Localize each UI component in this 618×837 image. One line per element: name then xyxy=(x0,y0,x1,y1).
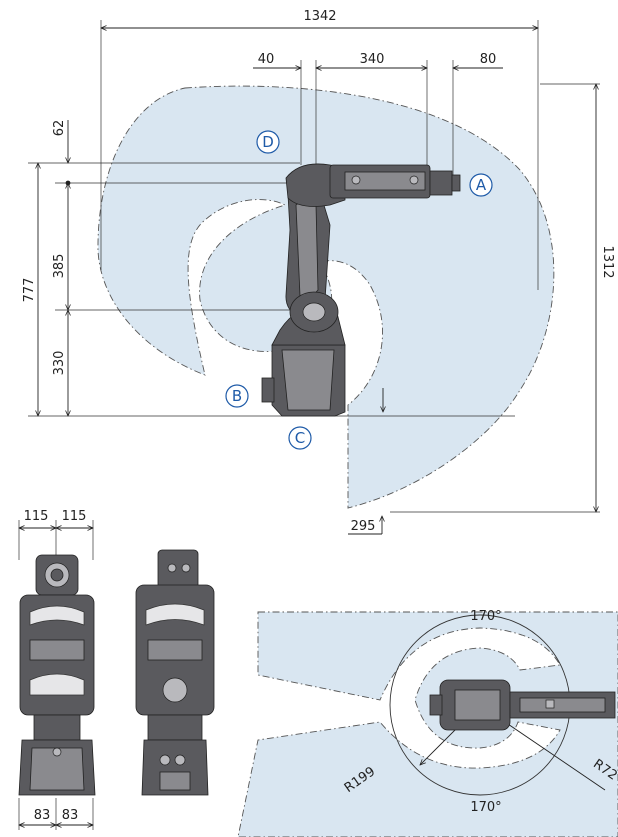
callout-c: C xyxy=(288,426,312,450)
dim-rotation-top: 170° xyxy=(470,609,501,624)
dim-arm-length: 340 xyxy=(360,52,385,67)
dim-overall-width: 1342 xyxy=(303,9,336,24)
dim-tool-offset: 40 xyxy=(258,52,275,67)
dim-front-left-half: 115 xyxy=(24,509,49,524)
dim-rotation-bottom: 170° xyxy=(470,800,501,815)
dim-base-height: 330 xyxy=(52,351,67,376)
dim-lower-reach: 295 xyxy=(351,519,376,534)
top-view: 170° 170° R199 R72 xyxy=(237,609,618,837)
callout-b: B xyxy=(225,384,249,408)
dim-upper-arm: 385 xyxy=(52,254,67,279)
callout-c-label: C xyxy=(295,429,305,447)
robot-rear-view xyxy=(135,549,215,796)
dim-base-left: 83 xyxy=(34,808,51,823)
dim-envelope-height: 1312 xyxy=(600,245,615,278)
side-view: 1342 40 340 80 62 777 385 330 1312 295 xyxy=(22,9,615,535)
side-dimension-lines xyxy=(28,20,600,535)
robot-side-view xyxy=(261,163,461,417)
dim-base-right: 83 xyxy=(62,808,79,823)
dim-top-offset: 62 xyxy=(52,120,67,137)
dim-front-right-half: 115 xyxy=(62,509,87,524)
top-view-envelope xyxy=(237,611,618,837)
callout-a: A xyxy=(469,173,493,197)
callout-d-label: D xyxy=(262,133,274,151)
callout-b-label: B xyxy=(232,387,242,405)
dim-overall-height: 777 xyxy=(22,278,37,303)
dim-wrist-length: 80 xyxy=(480,52,497,67)
callout-a-label: A xyxy=(476,176,487,194)
robot-front-view xyxy=(18,554,96,796)
front-view: 115 115 83 83 xyxy=(18,509,96,830)
robot-top-view xyxy=(429,679,616,731)
callout-d: D xyxy=(256,130,280,154)
